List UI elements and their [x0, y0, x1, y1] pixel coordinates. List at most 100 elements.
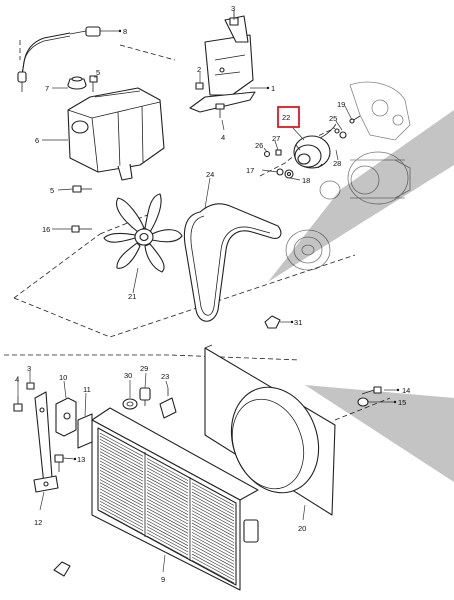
radiator-fin-line — [191, 532, 235, 556]
radiator-fin-line — [191, 491, 235, 516]
radiator-fin-line — [99, 473, 144, 497]
radiator-fin-line — [99, 507, 144, 531]
radiator-fin-line — [146, 529, 189, 553]
callout-22: 22 — [282, 113, 290, 122]
callout-25: 25 — [329, 114, 337, 123]
radiator-fin-line — [191, 556, 235, 581]
radiator-fin-line — [99, 485, 144, 510]
callout-23: 23 — [161, 372, 169, 381]
radiator-fin-line — [99, 479, 144, 504]
radiator-fin-line — [191, 550, 235, 574]
radiator-fin-line — [146, 482, 189, 506]
radiator-fin-line — [99, 497, 144, 522]
side-bracket-part-12 — [33, 391, 59, 493]
radiator-fin-line — [146, 535, 189, 559]
radiator-fin-line — [191, 494, 235, 519]
radiator-part-9 — [91, 407, 259, 591]
radiator-fin-line — [191, 485, 235, 509]
radiator-fin-line — [191, 544, 235, 568]
mount-parts-10-11 — [55, 397, 93, 449]
radiator-fin-line — [146, 532, 189, 556]
callout-4-bottom: 4 — [15, 375, 19, 384]
bracket-part-1 — [189, 15, 256, 113]
bolt-part-16 — [71, 225, 92, 233]
callout-14: 14 — [402, 386, 410, 395]
radiator-fin-line — [146, 513, 189, 537]
callout-10: 10 — [59, 373, 67, 382]
radiator-fin-line — [146, 495, 189, 519]
radiator-fin-line — [99, 494, 144, 519]
radiator-fin-line — [146, 470, 189, 494]
callout-26: 26 — [255, 141, 263, 150]
radiator-fin-line — [146, 498, 189, 522]
callout-9: 9 — [161, 575, 165, 584]
radiator-fin-line — [191, 535, 235, 559]
callout-6: 6 — [35, 136, 39, 145]
radiator-fin-line — [146, 517, 189, 540]
reservoir-hose-part-8 — [17, 26, 101, 92]
idler-pulley-outline — [319, 180, 341, 200]
radiator-fin-line — [146, 479, 189, 503]
radiator-fin-line — [99, 491, 144, 516]
callout-labels: 1 2 3 4 5 5 6 7 8 9 10 11 12 13 14 15 16… — [15, 4, 410, 584]
callout-5-top: 5 — [96, 68, 100, 77]
callout-12: 12 — [34, 518, 42, 527]
radiator-fin-line — [191, 497, 235, 522]
engine-block-outline — [349, 81, 411, 141]
radiator-fin-line — [191, 541, 235, 565]
callout-31: 31 — [294, 318, 302, 327]
drive-belt-part-24 — [183, 203, 282, 322]
radiator-fin-line — [191, 510, 235, 534]
radiator-fin-line — [146, 464, 189, 488]
radiator-fin-line — [146, 467, 189, 491]
callout-4-top: 4 — [221, 133, 225, 142]
radiator-fin-line — [99, 504, 144, 528]
radiator-fin-line — [191, 525, 235, 550]
clip-part-19 — [349, 115, 361, 124]
radiator-fin-line — [99, 439, 144, 463]
radiator-fin-line — [146, 486, 189, 509]
radiator-fin-line — [191, 482, 235, 506]
radiator-fin-line — [146, 458, 189, 481]
callout-11: 11 — [83, 385, 91, 394]
upper-shadow-beam — [268, 110, 454, 282]
radiator-fin-line — [191, 559, 235, 584]
callout-3-bottom: 3 — [27, 364, 31, 373]
callout-24: 24 — [206, 170, 214, 179]
fan-coupling-part-22 — [293, 123, 337, 169]
callout-2: 2 — [197, 65, 201, 74]
radiator-fin-line — [146, 526, 189, 550]
radiator-fin-line — [191, 488, 235, 512]
callout-1: 1 — [271, 84, 275, 93]
radiator-fin-line — [146, 520, 189, 543]
radiator-fin-line — [99, 463, 144, 488]
callout-18: 18 — [302, 176, 310, 185]
radiator-fin-line — [146, 492, 189, 515]
radiator-fin-line — [99, 482, 144, 507]
leader-lines — [17, 14, 398, 573]
radiator-fin-line — [99, 448, 144, 473]
callout-8: 8 — [123, 27, 127, 36]
radiator-fin-line — [99, 466, 144, 491]
hardware-parts-23-29-30 — [122, 387, 177, 419]
radiator-fin-line — [191, 507, 235, 531]
radiator-fin-line — [99, 501, 144, 525]
radiator-fin-line — [191, 522, 235, 547]
callout-28: 28 — [333, 159, 341, 168]
lower-bolts-3-4 — [13, 382, 35, 412]
radiator-fin-line — [99, 460, 144, 485]
callout-21: 21 — [128, 292, 136, 301]
alternator-outline — [347, 151, 411, 205]
radiator-fin-line — [191, 504, 235, 528]
callout-30: 30 — [124, 371, 132, 380]
crank-pulley-outline — [285, 229, 331, 271]
radiator-fin-line — [99, 432, 144, 457]
lower-shadow-beam — [305, 385, 454, 482]
reservoir-cap-part-7 — [67, 76, 87, 90]
radiator-fin-line — [99, 451, 144, 476]
callout-13: 13 — [77, 455, 85, 464]
radiator-fin-line — [191, 513, 235, 537]
radiator-fin-line — [146, 476, 189, 500]
radiator-fin-line — [146, 523, 189, 546]
